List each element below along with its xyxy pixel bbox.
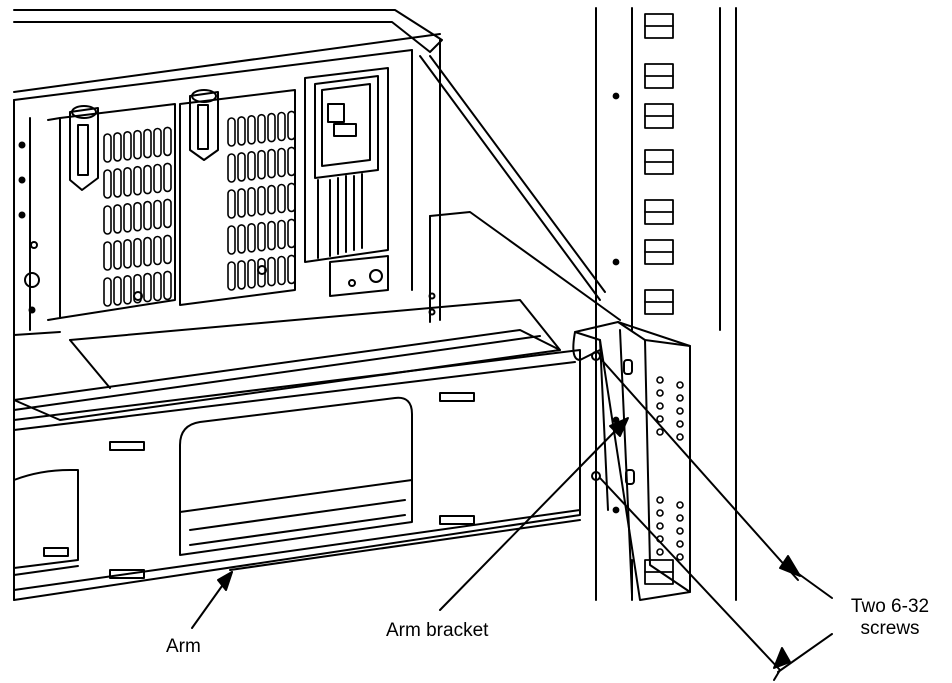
screw-1-arrowhead	[779, 555, 801, 577]
screw-1-leader	[599, 357, 781, 561]
arm-label: Arm	[166, 636, 201, 657]
screws-connector-2	[777, 633, 833, 673]
arm-bracket	[572, 321, 691, 601]
arm-bracket-label: Arm bracket	[386, 620, 489, 641]
arm	[13, 299, 581, 601]
arm-bracket-holes	[656, 376, 684, 561]
arm-arrowhead	[217, 571, 233, 591]
power-supply-right-grille	[227, 110, 296, 291]
screw-2-leader	[599, 477, 781, 671]
arm-bracket-arrowhead	[609, 417, 629, 437]
rack-rail-square-holes	[612, 13, 674, 585]
chassis	[13, 9, 443, 601]
screw-2-arrowhead	[773, 647, 791, 669]
callout-arrows	[191, 357, 833, 681]
arm-bracket-arrow	[439, 423, 623, 611]
rear-rail	[419, 55, 621, 323]
power-supply-right	[133, 89, 296, 306]
power-inlet	[304, 67, 389, 297]
power-supply-left	[47, 103, 176, 321]
screws-label: Two 6-32 screws	[850, 596, 930, 639]
screws-connector-1	[795, 571, 833, 599]
power-supply-left-grille	[103, 126, 172, 307]
